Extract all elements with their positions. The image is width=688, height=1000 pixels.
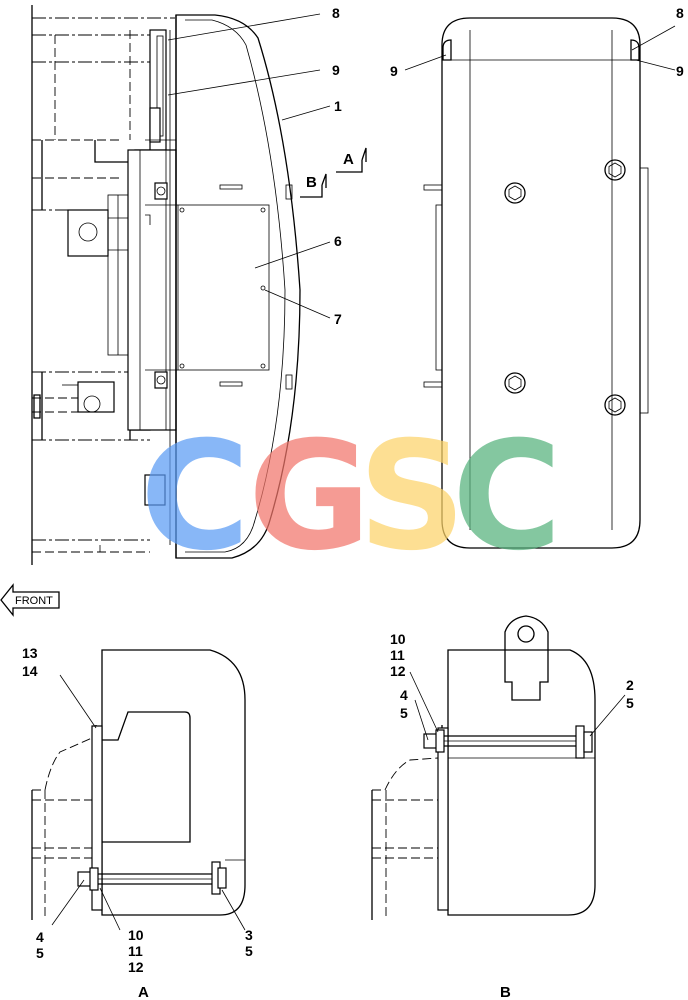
callout-b-5: 5 bbox=[400, 705, 408, 721]
callout-6: 6 bbox=[334, 233, 342, 249]
callout-b-12: 12 bbox=[390, 663, 406, 679]
callout-b-10: 10 bbox=[390, 631, 406, 647]
detail-b-label: B bbox=[500, 984, 511, 1000]
callout-b-5b: 5 bbox=[626, 695, 634, 711]
callout-9: 9 bbox=[332, 62, 340, 78]
callout-b-4: 4 bbox=[400, 687, 408, 703]
side-view: A B 8 9 1 6 7 FRONT bbox=[0, 5, 367, 617]
detail-a-label: A bbox=[138, 984, 149, 1000]
callout-a-5b: 5 bbox=[245, 943, 253, 959]
watermark-letter-c2: C bbox=[452, 410, 562, 584]
callout-a-11: 11 bbox=[128, 943, 143, 959]
hex-bolt bbox=[604, 159, 626, 181]
hex-bolt bbox=[604, 394, 626, 416]
bolt-lower bbox=[154, 371, 168, 389]
callout-a-13: 13 bbox=[22, 645, 38, 661]
callout-8-right: 8 bbox=[676, 5, 684, 21]
callout-9-left: 9 bbox=[390, 63, 398, 79]
callout-a-4: 4 bbox=[36, 929, 44, 945]
watermark-letter-c1: C bbox=[140, 410, 250, 584]
section-mark-b: B bbox=[306, 174, 317, 191]
cover-outline bbox=[175, 14, 301, 559]
callout-9-right: 9 bbox=[676, 63, 684, 79]
front-label: FRONT bbox=[15, 595, 53, 607]
panel-plate bbox=[177, 204, 270, 371]
front-view: 8 9 9 bbox=[390, 5, 684, 549]
watermark: C G S C bbox=[140, 410, 562, 584]
watermark-letter-g: G bbox=[248, 410, 371, 584]
callout-a-10: 10 bbox=[128, 927, 144, 943]
callout-a-12: 12 bbox=[128, 959, 144, 975]
front-arrow: FRONT bbox=[0, 583, 60, 617]
callout-b-11: 11 bbox=[390, 647, 405, 663]
callout-7: 7 bbox=[334, 311, 342, 327]
watermark-letter-s: S bbox=[358, 410, 466, 584]
callout-b-2: 2 bbox=[626, 677, 634, 693]
callout-a-14: 14 bbox=[22, 663, 38, 679]
hex-bolt bbox=[504, 372, 526, 394]
callout-a-3: 3 bbox=[245, 927, 253, 943]
callout-8: 8 bbox=[332, 5, 340, 21]
hex-bolt bbox=[504, 182, 526, 204]
detail-b: 10 11 12 4 5 2 5 B bbox=[371, 615, 634, 1000]
detail-a: 13 14 4 5 10 11 12 3 5 A bbox=[22, 645, 253, 1000]
callout-a-5: 5 bbox=[36, 945, 44, 961]
section-mark-a: A bbox=[343, 151, 354, 168]
callout-1: 1 bbox=[334, 98, 342, 114]
bolt-upper bbox=[154, 182, 168, 200]
